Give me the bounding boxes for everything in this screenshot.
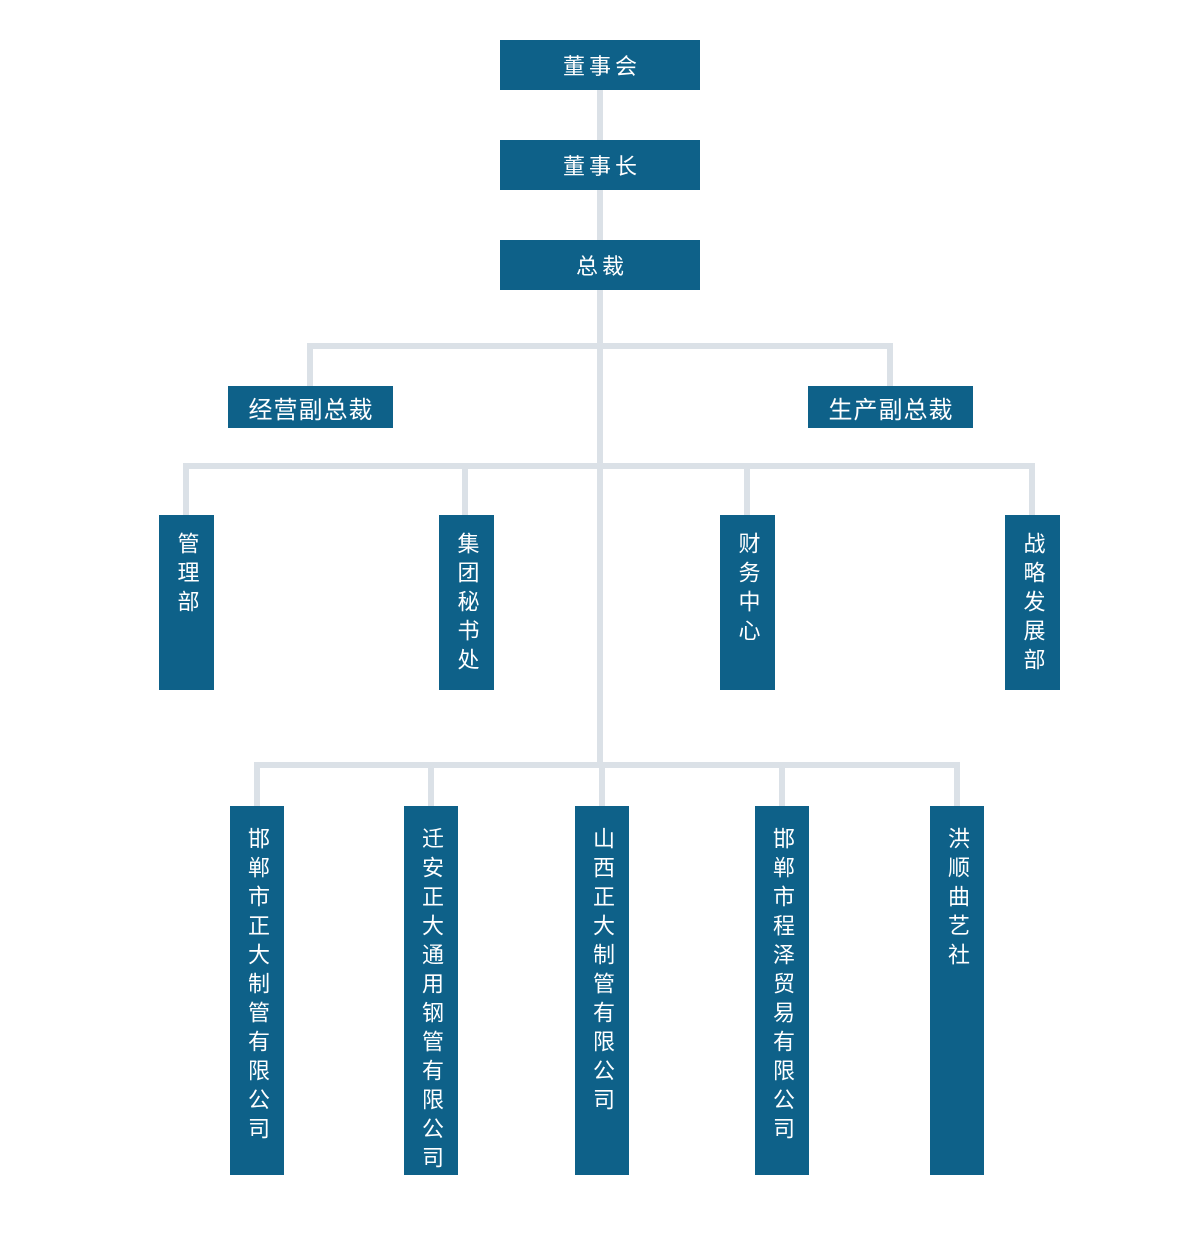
connector-sub-5-drop xyxy=(954,768,960,806)
node-vp-operations: 经营副总裁 xyxy=(228,386,393,428)
node-sub-handan-zhengda-pipe-label: 邯郸市正大制管有限公司 xyxy=(245,827,270,1146)
connector-chairman-president xyxy=(597,190,603,240)
connector-sub-4-drop xyxy=(779,768,785,806)
connector-dept-branch xyxy=(183,463,1035,469)
node-board-of-directors: 董事会 xyxy=(500,40,700,90)
node-sub-handan-zhengda-pipe: 邯郸市正大制管有限公司 xyxy=(230,806,284,1175)
node-dept-finance-center: 财务中心 xyxy=(720,515,775,690)
node-vp-production: 生产副总裁 xyxy=(808,386,973,428)
node-chairman: 董事长 xyxy=(500,140,700,190)
node-sub-qianan-zhengda-steel-pipe-label: 迁安正大通用钢管有限公司 xyxy=(419,827,444,1175)
connector-dept-secretariat-drop xyxy=(462,469,468,515)
connector-vp-branch xyxy=(307,343,893,349)
node-sub-shanxi-zhengda-pipe-label: 山西正大制管有限公司 xyxy=(590,827,615,1117)
connector-dept-finance-drop xyxy=(744,469,750,515)
connector-dept-management-drop xyxy=(183,469,189,515)
connector-vp-operations-drop xyxy=(307,349,313,386)
node-dept-group-secretariat-label: 集团秘书处 xyxy=(454,532,480,677)
node-dept-management: 管理部 xyxy=(159,515,214,690)
connector-subsidiary-branch xyxy=(254,762,960,768)
connector-dept-strategy-drop xyxy=(1029,469,1035,515)
connector-vp-production-drop xyxy=(887,349,893,386)
connector-spine xyxy=(597,290,603,768)
node-sub-hongshun-quyi-club-label: 洪顺曲艺社 xyxy=(945,827,970,972)
node-sub-handan-chengze-trading-label: 邯郸市程泽贸易有限公司 xyxy=(770,827,795,1146)
connector-sub-1-drop xyxy=(254,768,260,806)
connector-sub-3-drop xyxy=(599,768,605,806)
connector-board-chairman xyxy=(597,90,603,140)
node-dept-group-secretariat: 集团秘书处 xyxy=(439,515,494,690)
connector-sub-2-drop xyxy=(428,768,434,806)
node-sub-shanxi-zhengda-pipe: 山西正大制管有限公司 xyxy=(575,806,629,1175)
node-dept-strategic-development: 战略发展部 xyxy=(1005,515,1060,690)
node-dept-management-label: 管理部 xyxy=(174,532,200,619)
node-sub-hongshun-quyi-club: 洪顺曲艺社 xyxy=(930,806,984,1175)
node-dept-finance-center-label: 财务中心 xyxy=(735,532,761,648)
node-sub-qianan-zhengda-steel-pipe: 迁安正大通用钢管有限公司 xyxy=(404,806,458,1175)
node-sub-handan-chengze-trading: 邯郸市程泽贸易有限公司 xyxy=(755,806,809,1175)
node-president: 总裁 xyxy=(500,240,700,290)
node-dept-strategic-development-label: 战略发展部 xyxy=(1020,532,1046,677)
